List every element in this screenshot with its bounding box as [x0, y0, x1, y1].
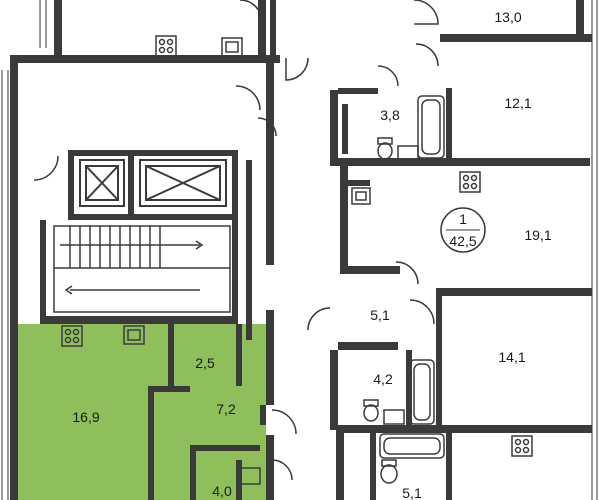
- room-label: 5,1: [402, 485, 422, 500]
- walls: [10, 0, 592, 500]
- toilet-icon: [363, 137, 398, 484]
- unit-badge[interactable]: 1 42,5: [440, 207, 486, 253]
- room-label: 13,0: [494, 9, 521, 25]
- bathtub-icon: [379, 95, 445, 459]
- elevator-icon: [79, 159, 227, 207]
- unit-number: 1: [459, 211, 467, 227]
- room-label: 5,1: [370, 307, 390, 323]
- sink-icon: [123, 37, 419, 485]
- door-swing-icon: [33, 0, 439, 481]
- room-label: 7,2: [216, 401, 236, 417]
- unit-area: 42,5: [449, 233, 476, 249]
- room-label: 19,1: [524, 227, 551, 243]
- room-labels: 13,0 12,1 3,8 19,1 5,1 14,1 4,2 16,9 2,5…: [72, 9, 551, 500]
- room-label: 16,9: [72, 409, 99, 425]
- stairs-icon: [53, 225, 231, 313]
- room-label: 4,2: [373, 371, 393, 387]
- room-label: 3,8: [380, 107, 400, 123]
- stove-icon: [61, 35, 533, 457]
- room-label: 14,1: [498, 349, 525, 365]
- highlighted-apartment[interactable]: [14, 324, 266, 500]
- room-label: 2,5: [195, 355, 215, 371]
- room-label: 12,1: [504, 95, 531, 111]
- highlight-fill: [14, 324, 266, 500]
- room-label: 4,0: [212, 483, 232, 499]
